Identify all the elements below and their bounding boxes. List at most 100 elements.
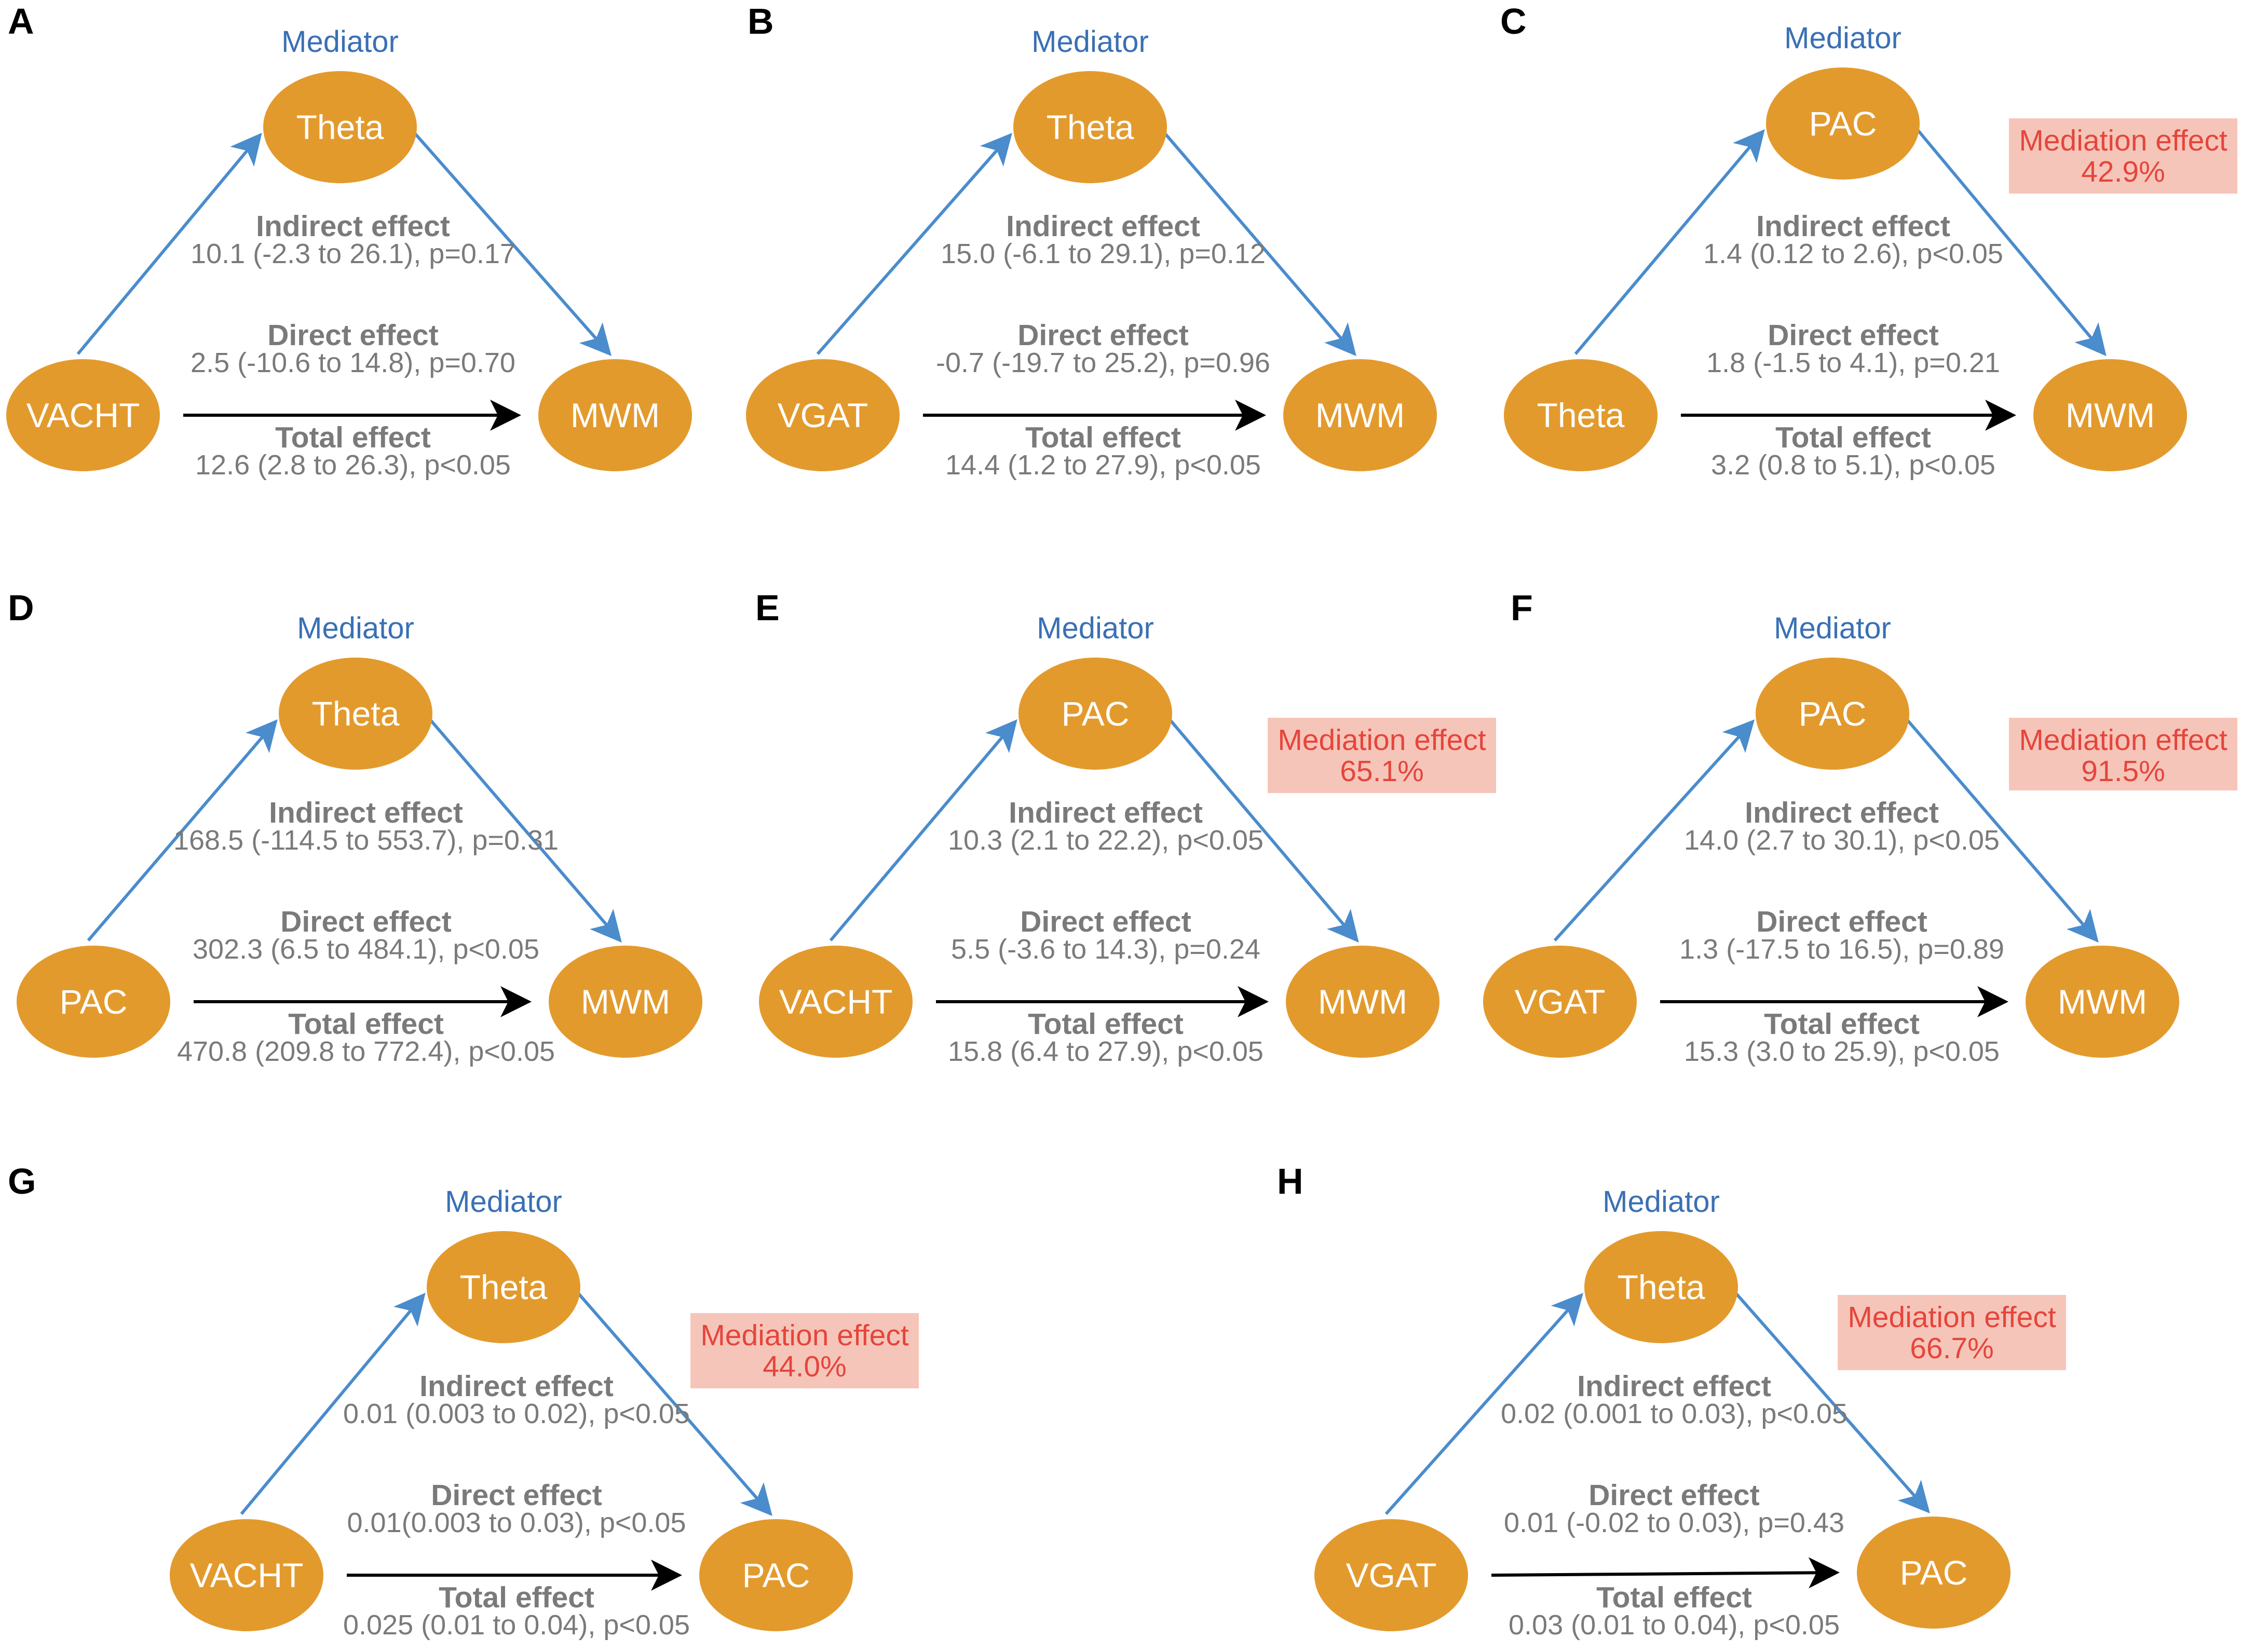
direct-effect-value: 2.5 (-10.6 to 14.8), p=0.70 [191,347,515,378]
direct-effect-title: Direct effect [1756,905,1927,938]
x-node-label: VGAT [778,396,868,434]
panel-letter: F [1511,588,1533,628]
mediator-node: Theta [1013,71,1167,183]
y-node: PAC [699,1519,853,1631]
x-node-shape [1483,946,1637,1058]
mediator-label: Mediator [1031,25,1149,59]
indirect-effect-value: 0.02 (0.001 to 0.03), p<0.05 [1501,1398,1848,1429]
direct-effect-title: Direct effect [280,905,451,938]
y-node: MWM [549,946,702,1058]
panel-letter: A [8,1,34,42]
total-effect-value: 0.025 (0.01 to 0.04), p<0.05 [343,1609,690,1641]
mediator-label: Mediator [1784,21,1902,55]
total-effect-value: 470.8 (209.8 to 772.4), p<0.05 [177,1036,555,1067]
indirect-effect-value: 15.0 (-6.1 to 29.1), p=0.12 [941,238,1266,269]
mediator-node-label: Theta [312,694,400,733]
total-effect-title: Total effect [1764,1007,1920,1041]
mediation-effect-label: Mediation effect [2019,723,2228,757]
mediation-effect-label: Mediation effect [2019,124,2228,157]
path-a-arrow [1574,129,1765,355]
path-a-arrow [816,132,1012,355]
direct-effect-title: Direct effect [1588,1479,1759,1512]
mediation-effect-label: Mediation effect [1848,1301,2056,1334]
x-node-shape [17,946,170,1058]
x-node-label: VACHT [26,396,140,434]
total-effect-value: 12.6 (2.8 to 26.3), p<0.05 [195,449,511,481]
x-node-shape [1314,1519,1468,1631]
direct-effect-value: 1.8 (-1.5 to 4.1), p=0.21 [1706,347,2000,378]
indirect-effect-title: Indirect effect [1577,1370,1771,1403]
path-a-arrow [87,719,278,941]
direct-effect-title: Direct effect [1017,319,1188,352]
direct-effect-value: 0.01 (-0.02 to 0.03), p=0.43 [1504,1507,1844,1538]
y-node-label: MWM [1318,982,1407,1021]
mediation-effect-label: Mediation effect [1278,723,1486,757]
y-node-shape [2026,946,2179,1058]
mediation-effect-value: 65.1% [1340,755,1424,788]
x-node: VGAT [746,359,900,471]
total-effect-title: Total effect [439,1581,594,1614]
direct-effect-value: 1.3 (-17.5 to 16.5), p=0.89 [1679,934,2004,965]
y-node: PAC [1857,1517,2011,1629]
panel-letter: B [748,1,774,42]
total-effect-title: Total effect [1028,1007,1184,1041]
y-node-shape [2033,359,2187,471]
mediation-effect-label: Mediation effect [700,1319,909,1352]
x-node-label: PAC [60,982,128,1021]
panel-letter: G [8,1161,36,1202]
mediator-label: Mediator [1774,611,1891,645]
mediator-node: Theta [279,658,432,770]
mediator-node-shape [427,1231,580,1343]
y-node: MWM [1283,359,1437,471]
mediator-node: Theta [263,71,417,183]
y-node-shape [1283,359,1437,471]
mediator-node-label: Theta [1618,1268,1705,1306]
y-node-label: MWM [571,396,660,434]
total-effect-title: Total effect [1596,1581,1752,1614]
indirect-effect-title: Indirect effect [1006,210,1200,243]
y-node-label: PAC [1900,1553,1968,1592]
total-effect-arrow [1491,1557,1840,1589]
x-node-shape [170,1519,323,1631]
mediator-node: Theta [1584,1231,1738,1343]
y-node-shape [549,946,702,1058]
total-effect-value: 14.4 (1.2 to 27.9), p<0.05 [945,449,1261,481]
mediator-label: Mediator [1037,611,1154,645]
total-effect-value: 3.2 (0.8 to 5.1), p<0.05 [1711,449,1995,481]
mediator-node-shape [1013,71,1167,183]
x-node-label: VGAT [1515,982,1606,1021]
y-node: MWM [1286,946,1439,1058]
mediator-node-label: Theta [460,1268,548,1306]
mediator-label: Mediator [297,611,414,645]
mediator-node-shape [1584,1231,1738,1343]
mediation-effect-bg [1268,718,1496,793]
panel-letter: H [1277,1161,1303,1202]
mediator-node: Theta [427,1231,580,1343]
y-node-shape [699,1519,853,1631]
mediator-node-label: PAC [1799,694,1867,733]
x-node-shape [6,359,160,471]
indirect-effect-title: Indirect effect [1009,796,1203,829]
mediator-node-label: PAC [1062,694,1130,733]
mediator-node-shape [1018,658,1172,770]
path-b-arrow [426,715,622,943]
direct-effect-value: 302.3 (6.5 to 484.1), p<0.05 [193,934,539,965]
path-b-arrow [1731,1289,1930,1514]
total-effect-value: 15.3 (3.0 to 25.9), p<0.05 [1684,1036,2000,1067]
path-b-arrow [410,129,612,356]
y-node: MWM [538,359,692,471]
path-a-arrow [1384,1293,1583,1515]
path-b-arrow [1903,715,2099,943]
indirect-effect-value: 10.3 (2.1 to 22.2), p<0.05 [948,825,1264,856]
mediation-effect-bg [2009,718,2237,790]
y-node-label: MWM [581,982,670,1021]
mediator-node-label: Theta [1047,108,1134,146]
